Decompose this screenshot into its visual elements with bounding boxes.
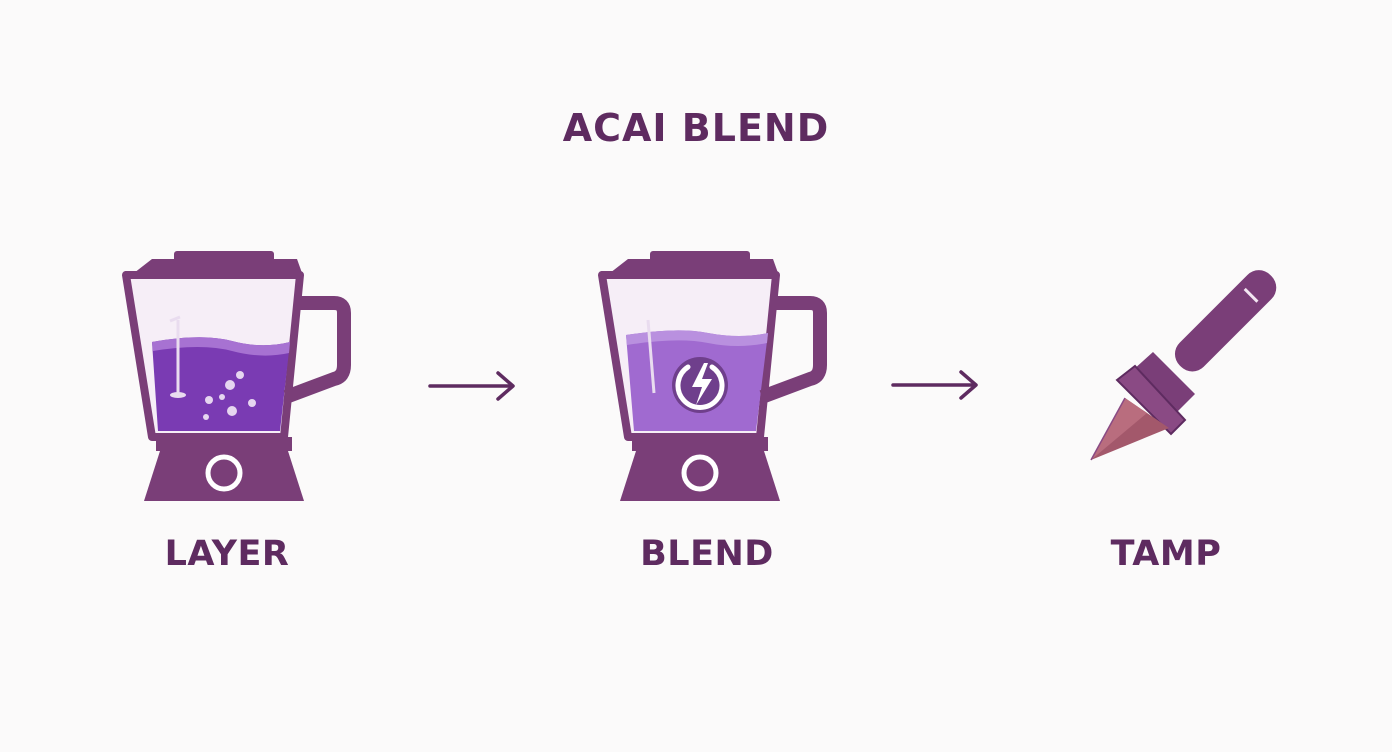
step-label-tamp: TAMP	[1110, 534, 1222, 574]
blender-layer-icon	[112, 245, 362, 510]
arrow-right-icon	[428, 368, 518, 404]
step-label-layer: LAYER	[164, 534, 290, 574]
blender-blend-icon	[588, 245, 838, 510]
step-label-blend: BLEND	[640, 534, 774, 574]
diagram-title: ACAI BLEND	[562, 106, 830, 150]
tamper-icon	[1085, 260, 1285, 470]
arrow-right-icon	[891, 367, 981, 403]
